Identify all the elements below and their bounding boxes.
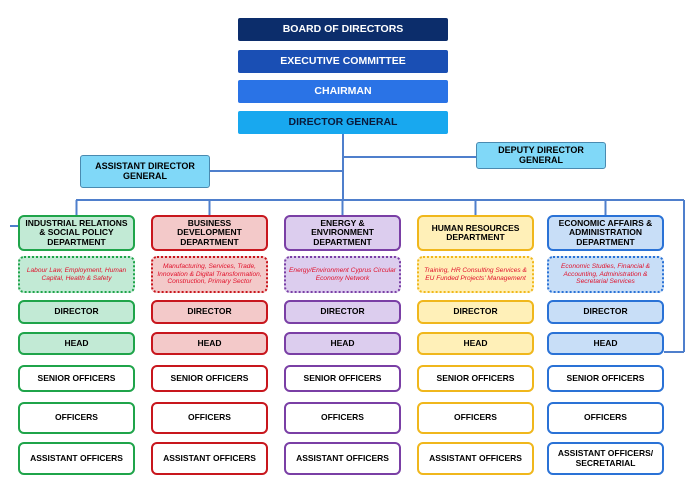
chairman-box: CHAIRMAN (238, 80, 448, 103)
department-title: BUSINESS DEVELOPMENT DEPARTMENT (151, 215, 268, 251)
department-description: Energy/Environment Cyprus Circular Econo… (284, 256, 401, 293)
director-box: DIRECTOR (151, 300, 268, 324)
board-of-directors-box: BOARD OF DIRECTORS (238, 18, 448, 41)
senior-officers-box: SENIOR OFFICERS (18, 365, 135, 392)
department-title: INDUSTRIAL RELATIONS & SOCIAL POLICY DEP… (18, 215, 135, 251)
head-box: HEAD (547, 332, 664, 355)
department-description: Manufacturing, Services, Trade, Innovati… (151, 256, 268, 293)
head-box: HEAD (417, 332, 534, 355)
director-box: DIRECTOR (417, 300, 534, 324)
director-box: DIRECTOR (18, 300, 135, 324)
department-title: HUMAN RESOURCES DEPARTMENT (417, 215, 534, 251)
head-box: HEAD (18, 332, 135, 355)
senior-officers-box: SENIOR OFFICERS (284, 365, 401, 392)
director-general-box: DIRECTOR GENERAL (238, 111, 448, 134)
assistant-officers-box: ASSISTANT OFFICERS (417, 442, 534, 475)
officers-box: OFFICERS (547, 402, 664, 434)
department-title: ECONOMIC AFFAIRS & ADMINISTRATION DEPART… (547, 215, 664, 251)
senior-officers-box: SENIOR OFFICERS (417, 365, 534, 392)
department-description: Training, HR Consulting Services & EU Fu… (417, 256, 534, 293)
director-box: DIRECTOR (284, 300, 401, 324)
department-description: Economic Studies, Financial & Accounting… (547, 256, 664, 293)
deputy-director-general-box: DEPUTY DIRECTOR GENERAL (476, 142, 606, 169)
senior-officers-box: SENIOR OFFICERS (547, 365, 664, 392)
assistant-officers-secretarial-box: ASSISTANT OFFICERS/ SECRETARIAL (547, 442, 664, 475)
officers-box: OFFICERS (284, 402, 401, 434)
head-box: HEAD (151, 332, 268, 355)
assistant-officers-box: ASSISTANT OFFICERS (18, 442, 135, 475)
assistant-officers-box: ASSISTANT OFFICERS (284, 442, 401, 475)
assistant-officers-box: ASSISTANT OFFICERS (151, 442, 268, 475)
executive-committee-box: EXECUTIVE COMMITTEE (238, 50, 448, 73)
head-box: HEAD (284, 332, 401, 355)
officers-box: OFFICERS (18, 402, 135, 434)
assistant-director-general-box: ASSISTANT DIRECTOR GENERAL (80, 155, 210, 188)
director-box: DIRECTOR (547, 300, 664, 324)
department-description: Labour Law, Employment, Human Capital, H… (18, 256, 135, 293)
officers-box: OFFICERS (151, 402, 268, 434)
department-title: ENERGY & ENVIRONMENT DEPARTMENT (284, 215, 401, 251)
senior-officers-box: SENIOR OFFICERS (151, 365, 268, 392)
officers-box: OFFICERS (417, 402, 534, 434)
